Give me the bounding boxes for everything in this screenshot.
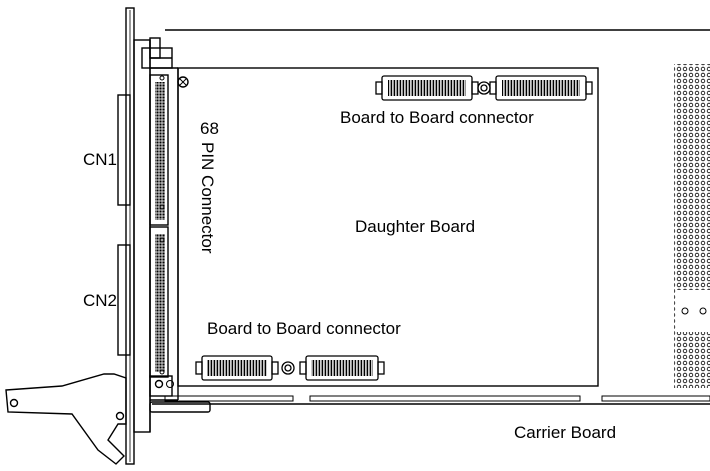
daughter-board bbox=[177, 67, 599, 387]
front-panel-screws bbox=[177, 76, 189, 88]
label-daughter-board: Daughter Board bbox=[355, 217, 475, 236]
ejector-handle bbox=[5, 373, 211, 465]
carrier-board bbox=[152, 29, 710, 405]
label-pin-connector: PIN Connector bbox=[198, 142, 217, 254]
connector-cn1-shroud bbox=[117, 94, 131, 206]
carrier-board-rails bbox=[164, 395, 710, 402]
b2b-connector-bottom bbox=[195, 355, 385, 381]
label-b2b-bottom: Board to Board connector bbox=[207, 319, 401, 338]
daughter-board-outline bbox=[177, 67, 599, 387]
label-cn1: CN1 bbox=[83, 150, 117, 169]
label-cn2: CN2 bbox=[83, 291, 117, 310]
front-panel-rail bbox=[133, 39, 151, 433]
top-bracket bbox=[141, 37, 173, 69]
bottom-bracket bbox=[149, 375, 174, 397]
label-68: 68 bbox=[200, 119, 219, 138]
ventilation-area bbox=[674, 64, 710, 388]
pin-connector-68 bbox=[149, 74, 169, 378]
label-carrier-board: Carrier Board bbox=[514, 423, 616, 442]
label-b2b-top: Board to Board connector bbox=[340, 108, 534, 127]
connector-cn2-shroud bbox=[117, 244, 131, 356]
b2b-connector-top bbox=[375, 75, 593, 101]
